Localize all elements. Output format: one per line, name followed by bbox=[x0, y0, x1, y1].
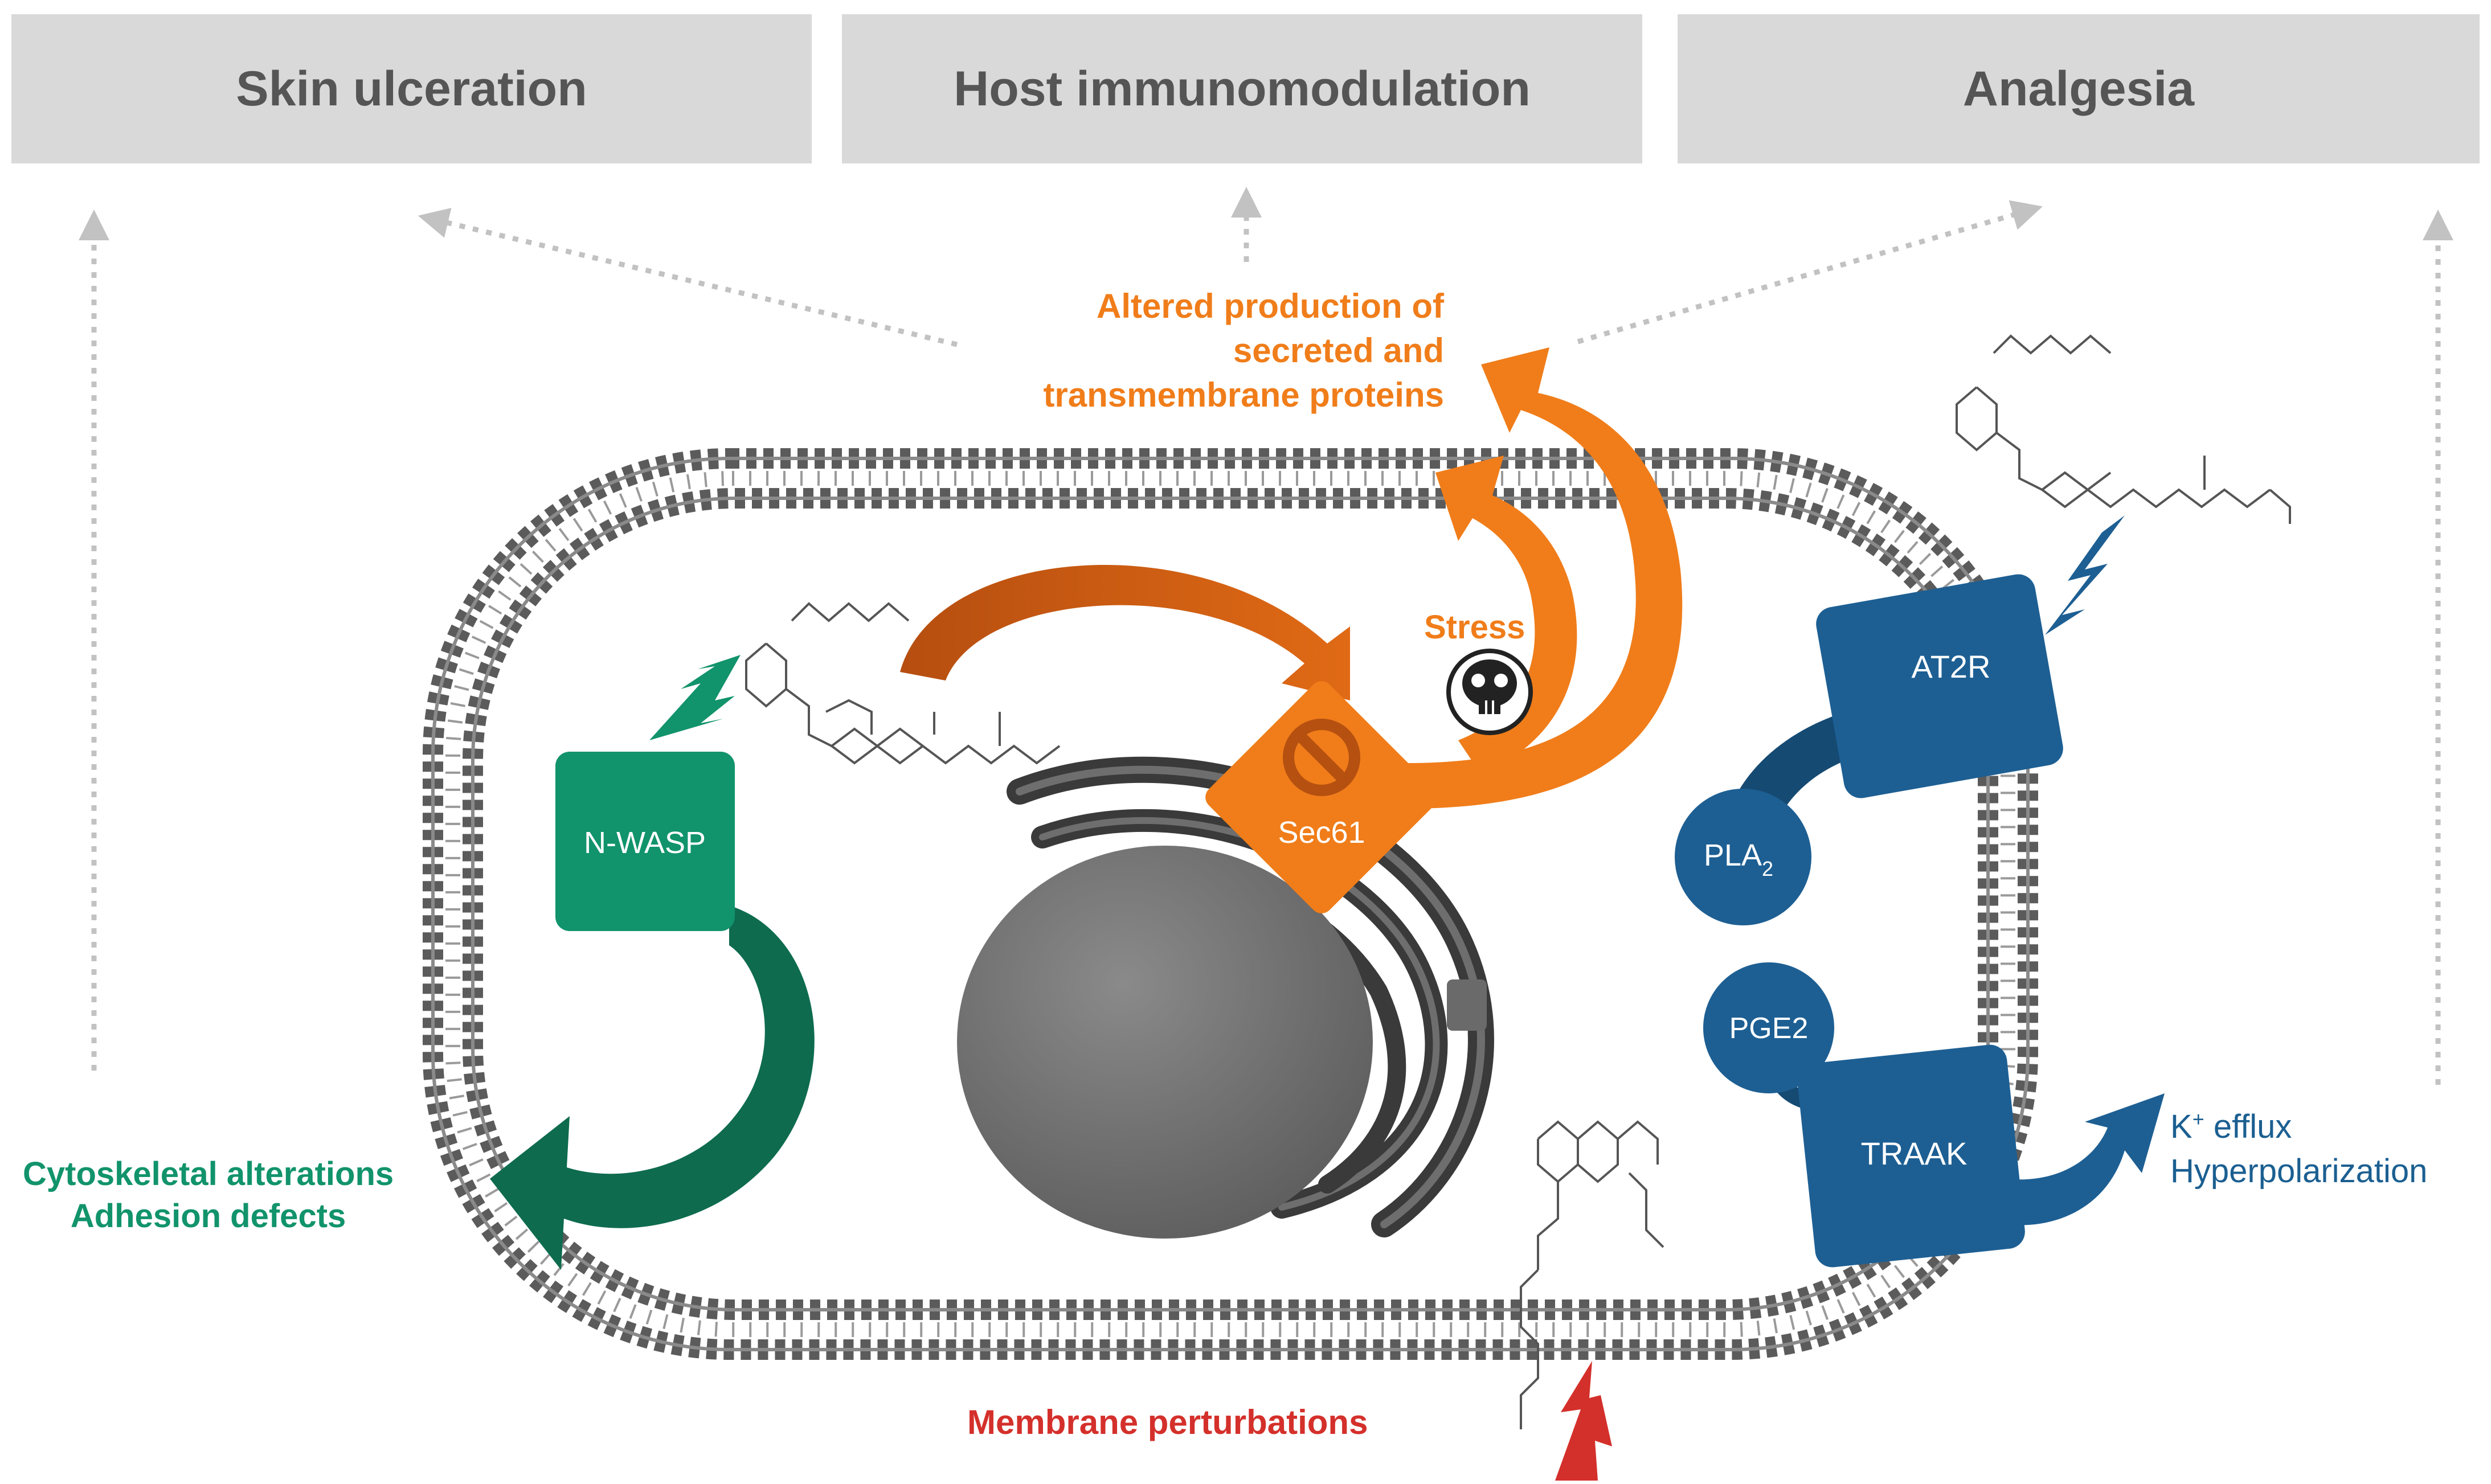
skull-icon bbox=[1446, 649, 1533, 735]
membrane-inner-tails bbox=[471, 497, 1990, 1311]
molecule-structure-left bbox=[745, 602, 1061, 765]
altered-line-3: transmembrane proteins bbox=[1043, 376, 1444, 414]
no-entry-icon-bar bbox=[1294, 730, 1349, 785]
box-analgesia: Analgesia bbox=[1678, 14, 2480, 163]
k-efflux-rest: efflux bbox=[2204, 1108, 2292, 1145]
green-arrow bbox=[490, 905, 815, 1270]
k-efflux-plus: + bbox=[2192, 1107, 2204, 1131]
stress-label: Stress bbox=[1424, 609, 1525, 646]
altered-line-2: secreted and bbox=[1233, 331, 1444, 370]
traak-node: TRAAK bbox=[1797, 1044, 2025, 1268]
pge2-label: PGE2 bbox=[1729, 1012, 1809, 1045]
orange-arrow-small bbox=[1435, 456, 1577, 774]
orange-arrow-large bbox=[1407, 347, 1683, 809]
membrane-outer-tails bbox=[431, 457, 2030, 1351]
cytoskeletal-line: Cytoskeletal alterations bbox=[23, 1155, 394, 1192]
er-sheet-2-highlight bbox=[1039, 817, 1440, 1211]
box-skin-ulceration: Skin ulceration bbox=[11, 14, 812, 163]
no-entry-icon bbox=[1283, 719, 1360, 796]
adhesion-line: Adhesion defects bbox=[70, 1197, 346, 1235]
at2r-node: AT2R bbox=[1816, 574, 2063, 798]
box-skin-ulceration-label: Skin ulceration bbox=[236, 61, 587, 116]
pla2-label-sub: 2 bbox=[1762, 857, 1773, 880]
lightning-icon-red bbox=[1555, 1361, 1612, 1481]
orange-arc-to-sec61 bbox=[900, 564, 1350, 700]
traak-label: TRAAK bbox=[1861, 1135, 1968, 1171]
box-analgesia-label: Analgesia bbox=[1962, 61, 2195, 116]
altered-production-label: Altered production of secreted and trans… bbox=[1043, 288, 1444, 414]
blue-arrow-k-efflux bbox=[2005, 1093, 2165, 1225]
dotted-arrow-to-skin bbox=[418, 208, 958, 347]
dotted-arrow-to-analgesia bbox=[1577, 200, 2043, 345]
nwasp-node: N-WASP bbox=[555, 752, 735, 931]
pla2-label: PLA2 bbox=[1704, 838, 1773, 880]
lightning-icon-green bbox=[649, 655, 741, 740]
pla2-node: PLA2 bbox=[1675, 789, 1811, 925]
box-host-immunomodulation-label: Host immunomodulation bbox=[954, 61, 1531, 116]
k-efflux-label: K+ efflux Hyperpolarization bbox=[2170, 1105, 2427, 1194]
box-host-immunomodulation: Host immunomodulation bbox=[842, 14, 1642, 163]
k-efflux-line: K+ efflux bbox=[2170, 1105, 2427, 1149]
er-sheet-1-highlight bbox=[1016, 765, 1485, 1228]
molecule-structure-right bbox=[1956, 334, 2291, 524]
sec61-node: Sec61 bbox=[1205, 681, 1438, 913]
er-tab bbox=[1447, 979, 1487, 1031]
membrane-perturbations-label: Membrane perturbations bbox=[967, 1403, 1368, 1441]
lightning-icon-blue bbox=[2045, 515, 2125, 635]
pge2-node: PGE2 bbox=[1703, 962, 1834, 1093]
k-efflux-k: K bbox=[2170, 1108, 2193, 1145]
at2r-label: AT2R bbox=[1912, 649, 1991, 684]
nwasp-label: N-WASP bbox=[584, 826, 706, 860]
cell-membrane bbox=[423, 448, 2038, 1360]
nucleus bbox=[957, 846, 1373, 1239]
sec61-label: Sec61 bbox=[1278, 815, 1365, 850]
cytoskeletal-label: Cytoskeletal alterations Adhesion defect… bbox=[23, 1156, 394, 1235]
altered-line-1: Altered production of bbox=[1097, 287, 1444, 325]
pla2-label-base: PLA bbox=[1704, 838, 1762, 872]
molecule-structure-bottom bbox=[1520, 1120, 1664, 1429]
dotted-arrows bbox=[79, 187, 2453, 1085]
hyperpolarization-line: Hyperpolarization bbox=[2170, 1153, 2428, 1190]
